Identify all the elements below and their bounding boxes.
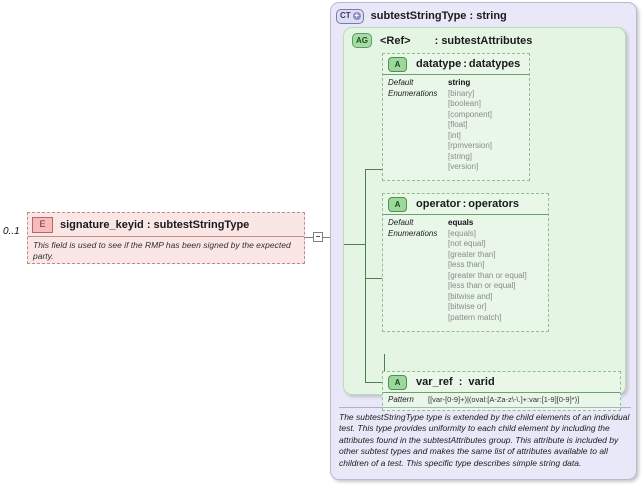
attribute-separator: : xyxy=(458,376,463,388)
attribute-card-operator[interactable]: A operator:operators Default Enumeration… xyxy=(382,193,549,332)
attribute-icon: A xyxy=(388,56,407,72)
facet-enum-value: [bitwise and] xyxy=(448,291,493,301)
facet-enum-value: [greater than or equal] xyxy=(448,270,527,280)
element-cardinality: 0..1 xyxy=(3,226,20,237)
attribute-name: var_ref xyxy=(416,376,453,388)
facet-enum-value: [string] xyxy=(448,151,473,161)
collapse-toggle-box[interactable] xyxy=(313,232,323,242)
facet-default-value: string xyxy=(448,78,471,87)
attribute-title: var_ref: varid xyxy=(416,376,495,388)
facet-label-enumerations: Enumerations xyxy=(388,228,438,238)
facet-enum-value: [pattern match] xyxy=(448,312,502,322)
facet-enum-value: [greater than] xyxy=(448,249,496,259)
attribute-separator: : xyxy=(463,58,467,70)
tree-spine xyxy=(365,169,366,382)
facet-labels: Default Enumerations xyxy=(388,218,448,323)
facet-label-pattern: Pattern xyxy=(388,395,414,404)
attributegroup-box[interactable]: AG <Ref>: subtestAttributes A datatype:d… xyxy=(343,27,626,411)
facet-enum-value: [version] xyxy=(448,162,479,171)
facet-values: [[var-[0-9]+)|(oval:[A-Za-z\-\.]+:var:[1… xyxy=(428,395,579,406)
facet-pattern-value: [[var-[0-9]+)|(oval:[A-Za-z\-\.]+:var:[1… xyxy=(428,395,580,404)
facet-values: string [binary] [boolean] [component] [f… xyxy=(448,78,492,173)
attribute-icon: A xyxy=(388,196,407,212)
facet-label-enumerations: Enumerations xyxy=(388,88,438,98)
element-box-signature-keyid[interactable]: E signature_keyid : subtestStringType Th… xyxy=(27,212,305,264)
element-title: signature_keyid : subtestStringType xyxy=(60,218,250,231)
tree-riser-varref xyxy=(384,354,385,383)
attribute-card-datatype[interactable]: A datatype:datatypes Default Enumeration… xyxy=(382,53,530,181)
tree-branch-varref xyxy=(365,382,384,383)
expand-icon[interactable]: + xyxy=(352,11,361,20)
attributegroup-header: AG <Ref>: subtestAttributes xyxy=(352,33,532,48)
facet-enum-value: [less than or equal] xyxy=(448,281,516,290)
attribute-facets: Default Enumerations string [binary] [bo… xyxy=(383,75,529,177)
facet-label-default: Default xyxy=(388,218,414,227)
facet-label-default: Default xyxy=(388,78,414,87)
element-documentation: This field is used to see if the RMP has… xyxy=(33,240,291,261)
attributegroup-ref-separator: : xyxy=(434,34,439,47)
attribute-title: datatype:datatypes xyxy=(416,58,520,70)
facet-enum-value: [bitwise or] xyxy=(448,302,487,311)
facet-enum-value: [int] xyxy=(448,130,461,140)
complextype-panel[interactable]: CT + subtestStringType : string AG <Ref>… xyxy=(330,2,637,480)
facet-enum-value: [boolean] xyxy=(448,99,481,108)
tree-branch-operator xyxy=(365,278,384,279)
element-header: E signature_keyid : subtestStringType xyxy=(28,213,304,237)
facet-enum-value: [rpmversion] xyxy=(448,141,493,150)
facet-enum-value: [not equal] xyxy=(448,239,486,248)
complextype-documentation: The subtestStringType type is extended b… xyxy=(339,407,631,469)
attribute-type: varid xyxy=(468,376,495,388)
attributegroup-ref-label: <Ref> xyxy=(380,34,411,47)
connector-line xyxy=(305,237,344,238)
attribute-type: operators xyxy=(468,198,520,210)
attributegroup-ref-type: subtestAttributes xyxy=(441,34,533,47)
facet-enum-value: [float] xyxy=(448,120,468,129)
attribute-card-var-ref[interactable]: A var_ref: varid Pattern [[var-[0-9]+)|(o… xyxy=(382,371,621,411)
attributegroup-icon: AG xyxy=(352,33,372,48)
attribute-separator: : xyxy=(462,198,467,210)
attribute-type: datatypes xyxy=(468,58,521,70)
facet-default-value: equals xyxy=(448,218,474,227)
attribute-facets: Pattern [[var-[0-9]+)|(oval:[A-Za-z\-\.]… xyxy=(383,393,620,410)
facet-labels: Pattern xyxy=(388,395,428,406)
facet-enum-value: [equals] xyxy=(448,228,477,238)
element-icon: E xyxy=(32,216,53,233)
complextype-icon[interactable]: CT + xyxy=(336,8,364,24)
attribute-header: A datatype:datatypes xyxy=(383,54,529,75)
attribute-name: datatype xyxy=(416,58,462,70)
facet-enum-value: [less than] xyxy=(448,260,485,269)
facet-enum-value: [binary] xyxy=(448,88,475,98)
attribute-header: A operator:operators xyxy=(383,194,548,215)
complextype-title: subtestStringType : string xyxy=(370,10,507,22)
attribute-icon: A xyxy=(388,374,407,390)
facet-enum-value: [component] xyxy=(448,109,493,119)
facet-labels: Default Enumerations xyxy=(388,78,448,173)
attribute-facets: Default Enumerations equals [equals] [no… xyxy=(383,215,548,327)
attribute-header: A var_ref: varid xyxy=(383,372,620,393)
complextype-header: CT + subtestStringType : string xyxy=(336,7,507,25)
attributegroup-ref: <Ref>: subtestAttributes xyxy=(380,35,532,47)
tree-stub-in xyxy=(344,244,365,245)
attribute-title: operator:operators xyxy=(416,198,519,210)
complextype-icon-text: CT xyxy=(340,11,351,20)
facet-values: equals [equals] [not equal] [greater tha… xyxy=(448,218,527,323)
attribute-name: operator xyxy=(416,198,461,210)
tree-branch-datatype xyxy=(365,169,384,170)
